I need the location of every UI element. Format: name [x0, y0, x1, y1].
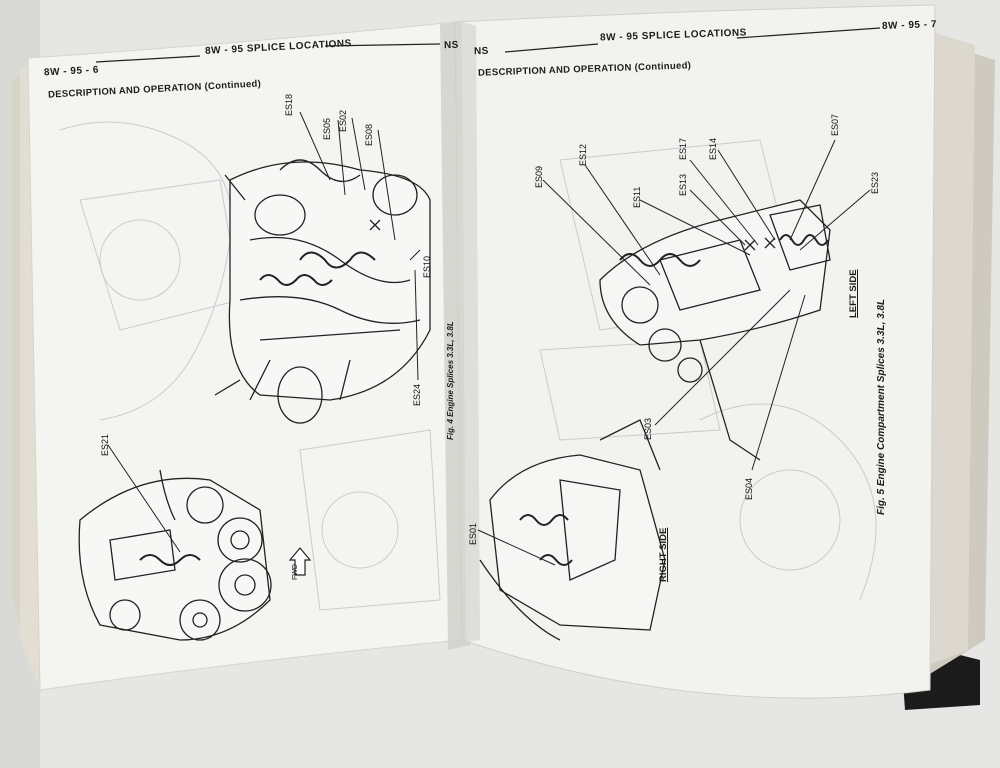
- label-es08: ES08: [364, 123, 374, 146]
- right-side-label: RIGHT SIDE: [658, 527, 669, 582]
- leader-lines-right-top: [542, 139, 871, 471]
- label-es04: ES04: [744, 477, 754, 500]
- label-es21: ES21: [100, 433, 110, 456]
- right-page-number: 8W - 95 - 7: [881, 19, 938, 32]
- label-es14: ES14: [708, 137, 718, 160]
- right-figure-caption: Fig. 5 Engine Compartment Splices 3.3L, …: [876, 298, 887, 515]
- fwd-arrow-icon: [288, 547, 312, 576]
- leader-lines-top: [299, 111, 421, 381]
- label-es02: ES02: [338, 109, 348, 132]
- label-es07: ES07: [830, 113, 840, 136]
- engine-diagram-top: [214, 159, 431, 424]
- left-side-label: LEFT SIDE: [848, 269, 859, 318]
- label-es03: ES03: [643, 417, 653, 440]
- label-es11: ES11: [632, 186, 642, 208]
- label-es05: ES05: [322, 117, 332, 140]
- left-figure-caption: Fig. 4 Engine Splices 3.3L, 3.8L: [446, 321, 455, 440]
- fwd-label: FWD: [292, 564, 299, 580]
- right-model-code: NS: [473, 45, 490, 58]
- label-es01: ES01: [468, 522, 478, 545]
- label-es17: ES17: [678, 137, 688, 160]
- label-es10: ES10: [422, 255, 432, 278]
- label-es24: ES24: [412, 383, 422, 406]
- label-es18: ES18: [284, 93, 294, 116]
- engine-diagram-bottom: [78, 469, 272, 641]
- label-es12: ES12: [578, 143, 588, 166]
- right-side-diagram: [479, 419, 666, 641]
- left-model-code: NS: [443, 39, 460, 52]
- label-es13: ES13: [678, 173, 688, 196]
- label-es09: ES09: [534, 165, 544, 188]
- label-es23: ES23: [870, 171, 880, 194]
